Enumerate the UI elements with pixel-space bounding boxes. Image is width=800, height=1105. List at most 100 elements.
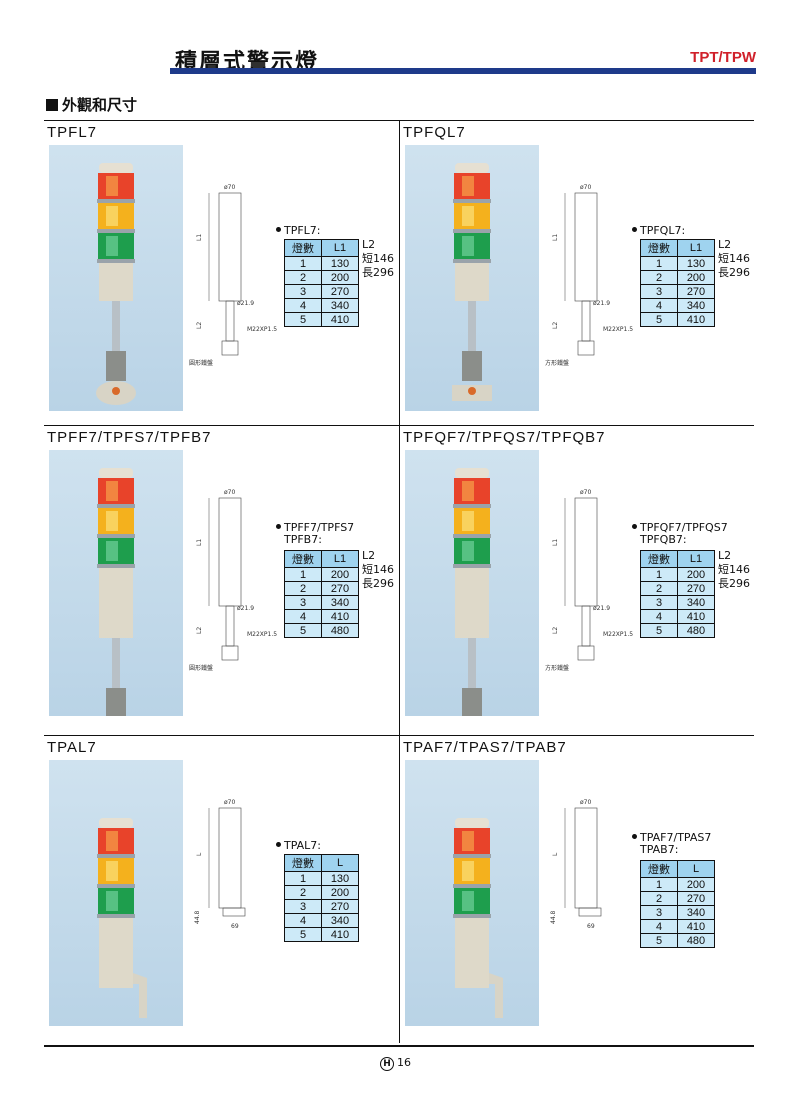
drawing-pole — [225, 300, 235, 342]
l2-value: 短146 — [718, 252, 750, 265]
drawing-bracket — [222, 907, 246, 917]
spec-cell: 270 — [321, 581, 359, 596]
dim-top-label: ø70 — [580, 184, 591, 191]
brand-logo-icon: H — [380, 1057, 394, 1071]
lamp-ring — [97, 259, 135, 263]
spec-cell: 200 — [677, 877, 715, 892]
spec-label-text: TPAF7/TPAS7 — [640, 831, 712, 844]
spec-header-cell: L1 — [677, 550, 715, 568]
spec-header-cell: 燈數 — [640, 860, 678, 878]
spec-header-cell: L — [677, 860, 715, 878]
dim-thread-label: M22XP1.5 — [603, 631, 633, 638]
tower-light-illustration — [96, 163, 136, 405]
product-photo — [49, 760, 183, 1026]
lamp-ring — [97, 504, 135, 508]
spec-header-cell: 燈數 — [284, 854, 322, 872]
lamp-ring — [97, 854, 135, 858]
l2-value: 短146 — [718, 563, 750, 576]
dim-side1-label: L — [196, 852, 203, 856]
spec-cell: 200 — [321, 885, 359, 900]
spec-cell: 200 — [677, 270, 715, 285]
lamp-highlight — [106, 236, 118, 256]
lamp-highlight — [462, 176, 474, 196]
spec-cell: 5 — [640, 933, 678, 948]
lamp-highlight — [106, 511, 118, 531]
lamp-ring — [453, 914, 491, 918]
spec-cell: 340 — [321, 595, 359, 610]
lamp-ring — [97, 534, 135, 538]
mount-clamp — [106, 688, 126, 718]
lamp-cap — [99, 468, 133, 478]
base-emblem — [468, 387, 476, 395]
lamp-ring — [97, 229, 135, 233]
spec-cell: 4 — [640, 298, 678, 313]
lamp-ring — [453, 534, 491, 538]
bullet-dot-icon — [276, 842, 281, 847]
spec-cell: 1 — [640, 256, 678, 271]
model-title: TPAF7/TPAS7/TPAB7 — [403, 739, 567, 756]
dim-thread-label: M22XP1.5 — [247, 631, 277, 638]
lamp-highlight — [462, 206, 474, 226]
dim-top-label: ø70 — [224, 184, 235, 191]
spec-cell: 2 — [284, 581, 322, 596]
spec-cell: 270 — [321, 284, 359, 299]
product-photo — [49, 450, 183, 742]
spec-cell: 4 — [640, 919, 678, 934]
l2-value: 長296 — [718, 577, 750, 590]
mount-clamp — [462, 688, 482, 718]
lamp-ring — [453, 504, 491, 508]
lamp-ring — [97, 564, 135, 568]
spec-cell: 3 — [284, 899, 322, 914]
spec-label: TPFQL7: — [632, 225, 685, 237]
drawing-body — [574, 497, 598, 607]
spec-cell: 410 — [321, 609, 359, 624]
square-bullet-icon — [46, 99, 58, 111]
spec-cell: 1 — [284, 256, 322, 271]
lamp-cap — [99, 163, 133, 173]
spec-cell: 200 — [677, 567, 715, 582]
divider-top — [44, 120, 754, 121]
lamp-cap — [455, 818, 489, 828]
l2-value: 長296 — [362, 577, 394, 590]
drawing-body — [218, 192, 242, 302]
spec-cell: 2 — [284, 270, 322, 285]
series-code: TPT/TPW — [690, 49, 756, 66]
spec-cell: 1 — [640, 567, 678, 582]
spec-cell: 5 — [640, 623, 678, 638]
dim-side2-label: L2 — [552, 627, 559, 634]
l2-value: 短146 — [362, 563, 394, 576]
product-photo — [49, 145, 183, 411]
spec-cell: 3 — [640, 595, 678, 610]
divider-vertical — [399, 121, 400, 1043]
mount-pole — [112, 301, 120, 361]
section-heading: 外觀和尺寸 — [46, 94, 137, 115]
mount-pole — [112, 638, 120, 698]
spec-cell: 480 — [677, 933, 715, 948]
dim-side2-label: L2 — [552, 322, 559, 329]
lamp-highlight — [106, 206, 118, 226]
lamp-highlight — [106, 176, 118, 196]
product-photo — [405, 760, 539, 1026]
